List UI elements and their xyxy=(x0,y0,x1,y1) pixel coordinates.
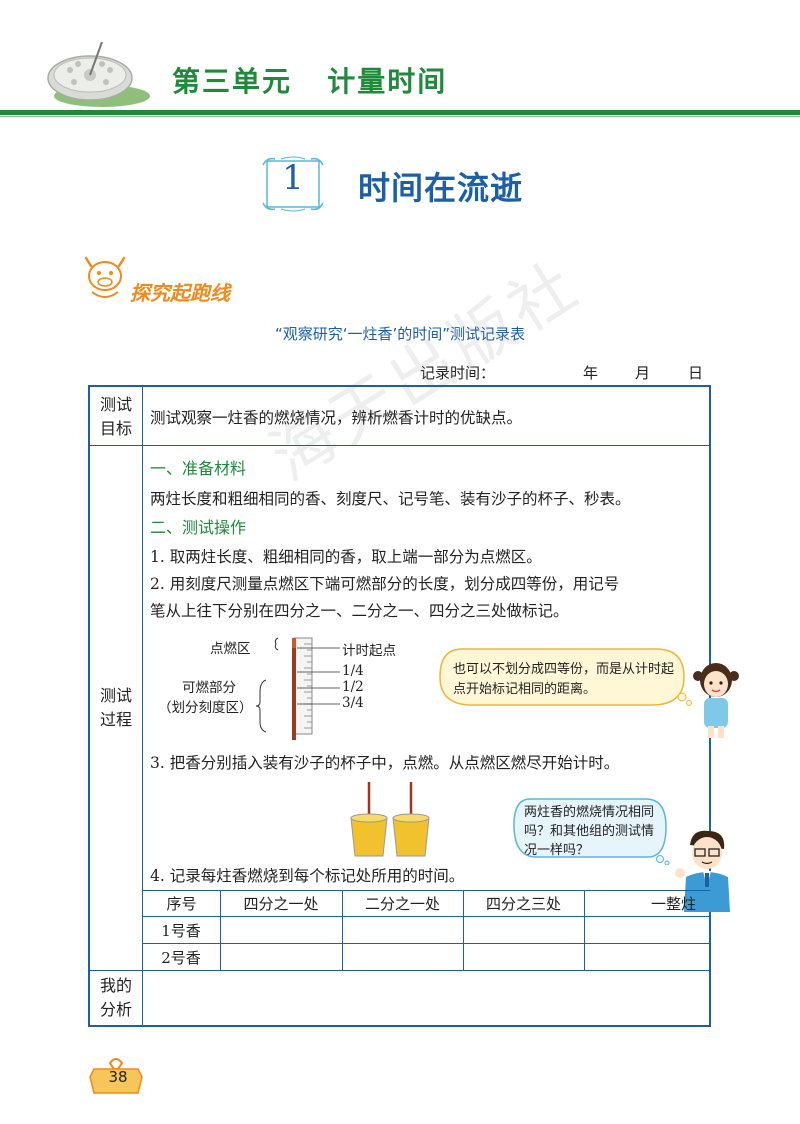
results-grid-line xyxy=(143,890,710,891)
quarter-mark-label: 1/4 xyxy=(342,663,364,679)
step-3: 3. 把香分别插入装有沙子的杯子中，点燃。从点燃区燃尽开始计时。 xyxy=(150,754,620,772)
teacher-speech-text: 两炷香的燃烧情况相同吗？和其他组的测试情况一样吗？ xyxy=(524,805,655,858)
incense-ruler-diagram xyxy=(255,637,340,740)
step-2-line-2: 笔从上往下分别在四分之一、二分之一、四分之三处做标记。 xyxy=(150,602,569,620)
results-grid-line xyxy=(143,916,710,917)
results-header-cell: 一整炷 xyxy=(650,895,696,913)
row-divider xyxy=(89,970,710,971)
results-grid-line xyxy=(342,890,343,970)
ignite-zone-label: 点燃区 xyxy=(210,641,251,657)
half-mark-label: 1/2 xyxy=(342,679,364,695)
label-column-divider xyxy=(142,386,143,1026)
goal-text: 测试观察一炷香的燃烧情况，辨析燃香计时的优缺点。 xyxy=(150,409,523,427)
results-grid-line xyxy=(463,890,464,970)
results-grid-line xyxy=(220,890,221,970)
girl-speech-bubble xyxy=(439,648,692,706)
lesson-title: 时间在流逝 xyxy=(358,169,524,207)
step-1: 1. 取两炷长度、粗细相同的香，取上端一部分为点燃区。 xyxy=(150,548,542,566)
timing-start-label: 计时起点 xyxy=(342,643,396,659)
row-divider xyxy=(89,445,710,446)
results-header-cell: 四分之三处 xyxy=(485,895,561,913)
results-header-cell: 序号 xyxy=(166,895,197,913)
step-4: 4. 记录每炷香燃烧到每个标记处所用的时间。 xyxy=(150,867,465,885)
record-year-label: 年 xyxy=(583,364,599,382)
unit-title: 第三单元 计量时间 xyxy=(172,65,448,98)
burnable-part-label: 可燃部分 xyxy=(182,680,236,696)
incense-cups-image xyxy=(350,782,430,857)
materials-text: 两炷长度和粗细相同的香、刻度尺、记号笔、装有沙子的杯子、秒表。 xyxy=(150,490,631,508)
header-rule xyxy=(0,110,800,115)
cow-mascot-icon xyxy=(84,256,126,298)
teacher-speech-bubble xyxy=(513,798,670,865)
teacher-character-image xyxy=(675,830,730,912)
lesson-number: 1 xyxy=(282,158,304,198)
process-label: 测试过程 xyxy=(99,686,132,729)
page-number: 38 xyxy=(108,1068,128,1086)
girl-character-image xyxy=(693,663,739,738)
header-rule-thin xyxy=(0,116,800,117)
results-row-label: 1号香 xyxy=(161,922,201,940)
record-month-label: 月 xyxy=(635,364,651,382)
step-2-line-1: 2. 用刻度尺测量点燃区下端可燃部分的长度，划分成四等份，用记号 xyxy=(150,575,620,593)
record-sheet-caption: “观察研究‘一炷香’的时间”测试记录表 xyxy=(274,325,526,343)
record-day-label: 日 xyxy=(688,364,704,382)
steps-heading: 二、测试操作 xyxy=(150,518,247,537)
girl-speech-text: 也可以不划分成四等份，而是从计时起点开始标记相同的距离。 xyxy=(453,662,675,697)
three-quarter-mark-label: 3/4 xyxy=(342,695,364,711)
page-number-badge xyxy=(89,1058,143,1094)
results-header-cell: 二分之一处 xyxy=(364,895,440,913)
materials-heading: 一、准备材料 xyxy=(150,459,247,478)
goal-label: 测试目标 xyxy=(99,395,132,438)
results-grid-line xyxy=(143,943,710,944)
section-heading: 探究起跑线 xyxy=(130,281,230,305)
analysis-label: 我的分析 xyxy=(99,976,132,1019)
results-grid-line xyxy=(584,890,585,970)
results-row-label: 2号香 xyxy=(161,949,201,967)
record-time-label: 记录时间： xyxy=(420,364,496,382)
results-header-cell: 四分之一处 xyxy=(243,895,319,913)
sundial-image xyxy=(47,41,150,107)
scale-zone-label: （划分刻度区） xyxy=(158,700,253,716)
lesson-number-frame xyxy=(262,156,324,212)
